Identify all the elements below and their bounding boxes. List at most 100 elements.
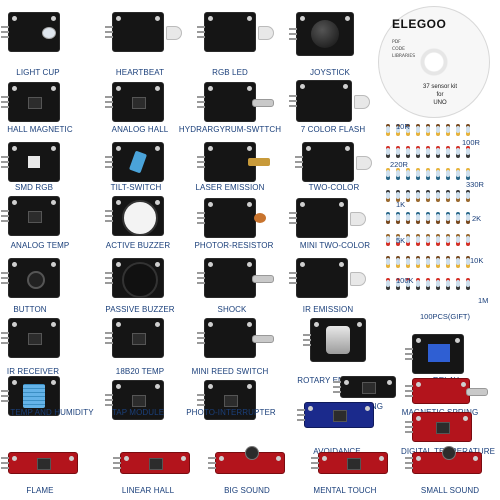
- resistor: [446, 124, 450, 136]
- mounting-hole: [339, 202, 344, 207]
- header-pin: [197, 404, 205, 406]
- resistor: [416, 212, 420, 224]
- mounting-hole: [51, 16, 56, 21]
- resistor: [436, 168, 440, 180]
- header-pin: [1, 390, 9, 392]
- resistor: [426, 168, 430, 180]
- module-label: AVOIDANCE: [313, 447, 360, 456]
- header-pin: [105, 166, 113, 168]
- resistor: [416, 124, 420, 136]
- resistor: [426, 212, 430, 224]
- led-lens: [354, 95, 370, 109]
- sensor-chip: [362, 382, 376, 394]
- module-label: PASSIVE BUZZER: [105, 305, 175, 314]
- resistor: [406, 146, 410, 158]
- header-pin: [405, 426, 413, 428]
- mounting-hole: [339, 262, 344, 267]
- mounting-hole: [416, 416, 421, 421]
- module-label: ANALOG TEMP: [10, 241, 70, 250]
- module-label: ROTARY ENCODERS: [297, 376, 378, 385]
- mounting-hole: [208, 384, 213, 389]
- push-button[interactable]: [27, 271, 45, 289]
- header-pin: [197, 156, 205, 158]
- sensor-module-board: [412, 378, 470, 404]
- module-label: LINEAR HALL: [121, 486, 175, 495]
- disc-title: 37 sensor kit: [422, 84, 458, 90]
- mounting-hole: [365, 406, 370, 411]
- resistor: [386, 212, 390, 224]
- module-label: RGB LED: [212, 68, 248, 77]
- resistor: [436, 190, 440, 202]
- header-pin: [1, 400, 9, 402]
- header-pin: [197, 399, 205, 401]
- disc-small-text: PDF: [392, 40, 401, 45]
- header-pin: [289, 28, 297, 30]
- mounting-hole: [69, 456, 74, 461]
- header-pin: [405, 353, 413, 355]
- header-pin: [289, 33, 297, 35]
- module-label: BUTTON: [13, 305, 47, 314]
- mounting-hole: [416, 338, 421, 343]
- header-pin: [311, 462, 319, 464]
- header-pin: [405, 421, 413, 423]
- resistor: [436, 124, 440, 136]
- joystick-knob: [311, 20, 339, 48]
- header-pin: [297, 419, 305, 421]
- mounting-hole: [155, 322, 160, 327]
- resistor: [466, 124, 470, 136]
- sensor-chip: [149, 458, 163, 470]
- glass-tube: [252, 335, 274, 343]
- header-pin: [105, 220, 113, 222]
- resistor: [426, 234, 430, 246]
- header-pin: [105, 161, 113, 163]
- header-pin: [197, 96, 205, 98]
- mounting-hole: [181, 456, 186, 461]
- mounting-hole: [116, 384, 121, 389]
- module-label: FLAME: [26, 486, 54, 495]
- header-pin: [295, 161, 303, 163]
- header-pin: [1, 342, 9, 344]
- resistor-value-label: 10R: [396, 122, 410, 131]
- resistor-value-label: 100R: [462, 138, 480, 147]
- mounting-hole: [314, 322, 319, 327]
- resistor: [386, 124, 390, 136]
- led-lens: [258, 26, 274, 40]
- module-label: HALL MAGNETIC: [7, 125, 73, 134]
- glass-tube: [466, 388, 488, 396]
- led-lens: [350, 272, 366, 286]
- header-pin: [208, 462, 216, 464]
- module-label: TILT-SWITCH: [110, 183, 162, 192]
- mounting-hole: [116, 86, 121, 91]
- header-pin: [197, 277, 205, 279]
- header-pin: [289, 217, 297, 219]
- module-label: SHOCK: [217, 305, 247, 314]
- header-pin: [289, 100, 297, 102]
- resistor-value-label: 1K: [396, 200, 406, 209]
- mounting-hole: [116, 322, 121, 327]
- header-pin: [1, 106, 9, 108]
- resistor: [416, 168, 420, 180]
- module-label: MINI REED SWITCH: [191, 367, 269, 376]
- buzzer: [122, 262, 158, 298]
- header-pin: [1, 166, 9, 168]
- header-pin: [197, 106, 205, 108]
- header-pin: [295, 166, 303, 168]
- rotary-knob[interactable]: [326, 326, 350, 354]
- mounting-hole: [276, 456, 281, 461]
- mounting-hole: [247, 202, 252, 207]
- resistor: [456, 234, 460, 246]
- resistor: [456, 212, 460, 224]
- header-pin: [113, 457, 121, 459]
- resistor: [406, 234, 410, 246]
- resistor: [436, 212, 440, 224]
- header-pin: [1, 272, 9, 274]
- header-pin: [289, 105, 297, 107]
- resistor: [416, 256, 420, 268]
- resistor: [426, 190, 430, 202]
- disc-board: UNO: [433, 100, 447, 106]
- mounting-hole: [116, 262, 121, 267]
- header-pin: [1, 462, 9, 464]
- resistor: [386, 278, 390, 290]
- mounting-hole: [357, 322, 362, 327]
- header-pin: [197, 342, 205, 344]
